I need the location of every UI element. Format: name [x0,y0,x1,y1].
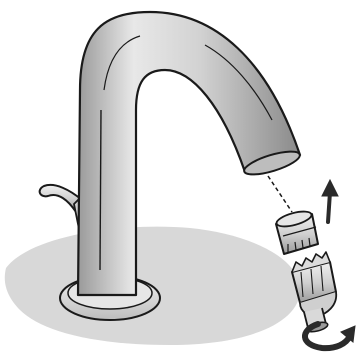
lift-arrow [322,180,338,222]
aerator-insert [275,209,318,254]
alignment-line [268,176,292,212]
rotate-arrow [305,324,355,348]
